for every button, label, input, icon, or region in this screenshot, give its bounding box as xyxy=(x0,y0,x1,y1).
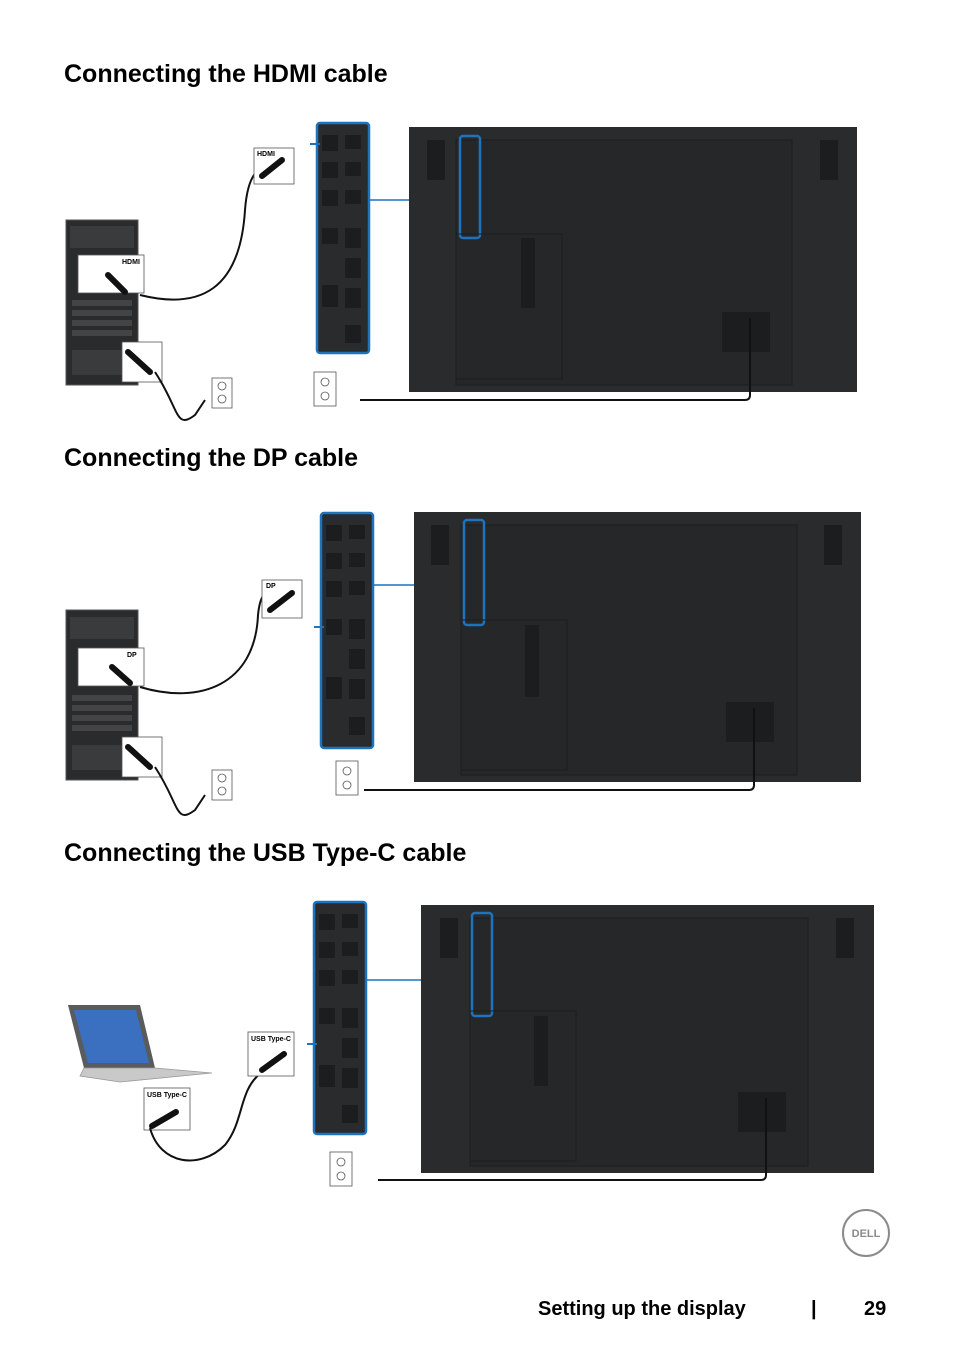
footer-separator: | xyxy=(811,1298,817,1320)
usb-type-c-source-callout: USB Type-C xyxy=(143,1087,191,1131)
display-power-cable xyxy=(360,318,751,401)
hdmi-source-label: HDMI xyxy=(122,259,140,266)
io-panel xyxy=(307,900,368,1136)
io-panel xyxy=(310,121,371,355)
page-footer: Setting up the display | 29 xyxy=(0,1298,954,1330)
io-panel xyxy=(314,511,375,750)
dp-cable xyxy=(139,592,271,695)
tower-power-callout xyxy=(121,341,163,383)
section-title-usb-type-c: Connecting the USB Type-C cable xyxy=(64,839,467,867)
footer-section-name: Setting up the display xyxy=(538,1298,746,1320)
tower-power-cable xyxy=(154,371,206,421)
dp-port-label: DP xyxy=(266,583,276,590)
hdmi-connection-diagram: HDMI HDMI xyxy=(0,110,954,430)
hdmi-source-callout: HDMI xyxy=(77,254,145,295)
dp-connection-diagram: DP DP xyxy=(0,495,954,825)
display-power-cable xyxy=(364,708,755,791)
dell-logo-icon: DELL xyxy=(842,1209,890,1257)
laptop xyxy=(68,1005,213,1083)
section-title-hdmi: Connecting the HDMI cable xyxy=(64,60,388,88)
footer-page-number: 29 xyxy=(864,1298,887,1320)
usb-type-c-port-label: USB Type-C xyxy=(251,1036,291,1043)
hdmi-cable xyxy=(139,167,269,301)
usb-type-c-connection-diagram: USB Type-C USB Type-C xyxy=(0,890,954,1200)
wall-outlet-icon xyxy=(335,760,359,796)
display-power-cable xyxy=(378,1098,767,1181)
hdmi-port-callout: HDMI xyxy=(253,147,295,185)
dp-source-callout: DP xyxy=(77,647,145,687)
dp-port-callout: DP xyxy=(261,579,303,619)
tower-power-callout xyxy=(121,736,163,778)
wall-outlet-icon xyxy=(211,769,233,801)
usb-type-c-cable xyxy=(149,1071,263,1162)
hdmi-port-label: HDMI xyxy=(257,151,275,158)
dell-logo-text: DELL xyxy=(852,1228,881,1240)
wall-outlet-icon xyxy=(211,377,233,409)
section-title-dp: Connecting the DP cable xyxy=(64,444,359,472)
usb-type-c-port-callout: USB Type-C xyxy=(247,1031,295,1077)
display-back xyxy=(409,127,857,392)
tower-power-cable xyxy=(154,766,206,816)
wall-outlet-icon xyxy=(313,371,337,407)
usb-type-c-source-label: USB Type-C xyxy=(147,1092,187,1099)
dp-source-label: DP xyxy=(127,652,137,659)
wall-outlet-icon xyxy=(329,1151,353,1187)
display-back xyxy=(414,512,861,782)
display-back xyxy=(421,905,874,1173)
